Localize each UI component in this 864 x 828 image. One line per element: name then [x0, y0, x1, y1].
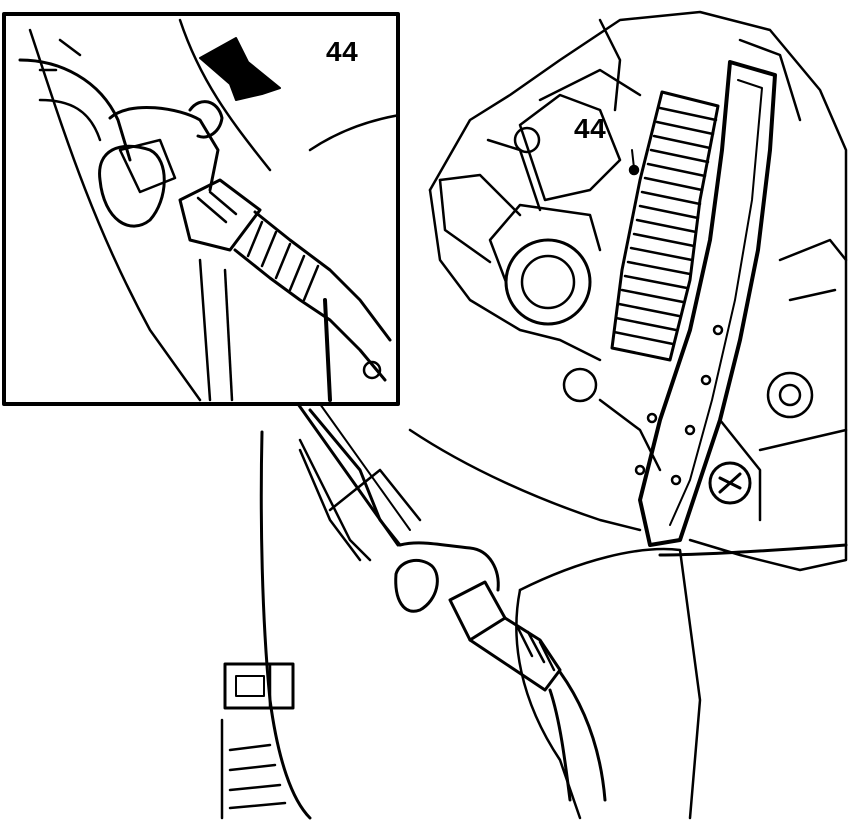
main-callout-label: 44 — [574, 113, 607, 144]
cable-channel — [634, 60, 777, 547]
engine-block — [428, 10, 848, 572]
main-view — [220, 10, 848, 820]
oxygen-sensor — [298, 408, 607, 802]
corrugated-conduit — [610, 90, 720, 362]
cross-head-screw-icon — [708, 461, 752, 505]
inset-detail — [2, 12, 411, 547]
sensor-housing — [438, 126, 602, 326]
inset-callout-label: 44 — [326, 36, 359, 67]
wire-clip — [223, 662, 295, 710]
louvre-panel — [220, 718, 287, 820]
wheel-arch-panel — [259, 428, 848, 820]
arrow-pointer-icon — [199, 37, 281, 101]
